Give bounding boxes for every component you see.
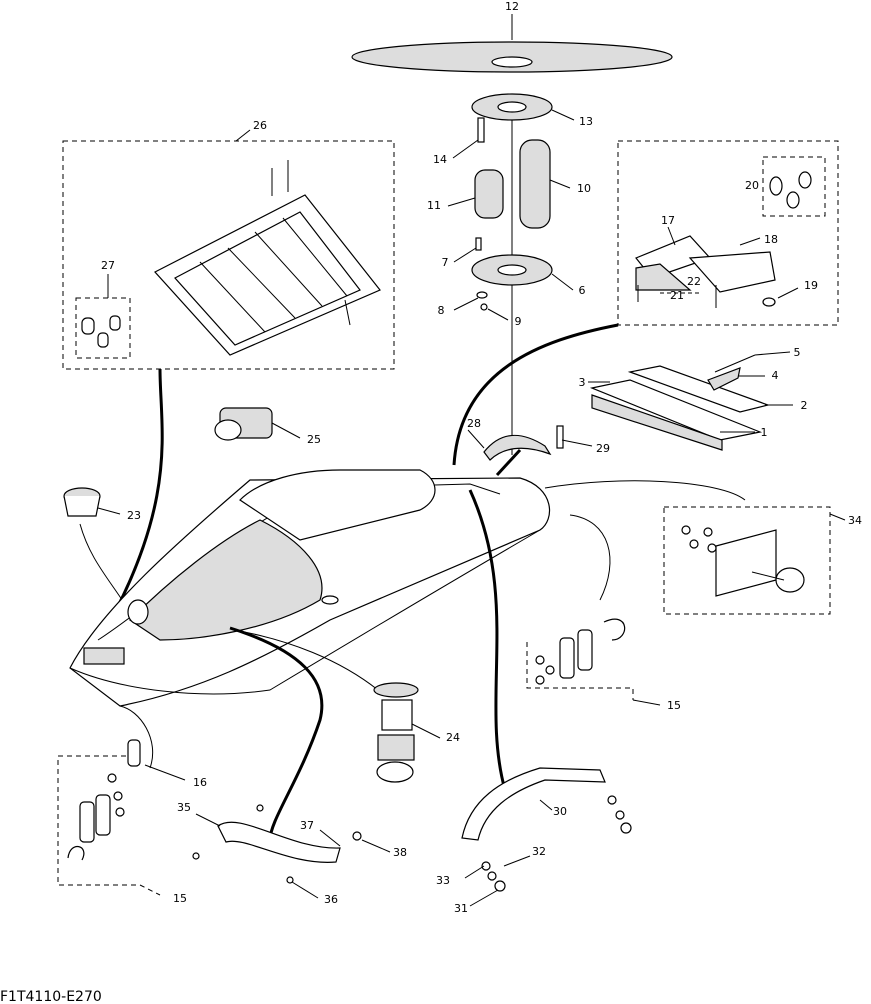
callout-15-right: 15 <box>667 699 681 712</box>
callout-33: 33 <box>436 874 450 887</box>
seat-mount-detail-box <box>617 140 839 326</box>
callout-26: 26 <box>253 119 267 132</box>
callout-5: 5 <box>794 346 801 359</box>
stern-eye-arrow <box>119 705 154 769</box>
callout-1: 1 <box>761 426 768 439</box>
callout-9: 9 <box>515 315 522 328</box>
pointer-arrow <box>495 448 522 477</box>
pedestal-sleeves-part <box>447 139 571 229</box>
drawing-code: F1T4110-E270 <box>0 989 102 1004</box>
callout-14: 14 <box>433 153 447 166</box>
handrail-part <box>192 804 391 899</box>
grab-handle-part <box>467 425 593 461</box>
mirror-part <box>214 407 301 441</box>
callout-22: 22 <box>687 275 701 288</box>
callout-17: 17 <box>661 214 675 227</box>
seat-mount-bushings-box <box>762 156 826 217</box>
callout-15-left: 15 <box>173 892 187 905</box>
cleat-box-arrow <box>544 480 746 501</box>
callout-13: 13 <box>579 115 593 128</box>
ladder-arrow <box>98 368 164 641</box>
callout-16: 16 <box>193 776 207 789</box>
stern-eye-kit-part <box>57 739 186 896</box>
table-top-part <box>351 14 673 73</box>
callout-8: 8 <box>438 304 445 317</box>
callout-30: 30 <box>553 805 567 818</box>
handrail-arrow <box>229 626 324 841</box>
callout-6: 6 <box>579 284 586 297</box>
rail-set-part <box>588 351 793 451</box>
callout-27: 27 <box>101 259 115 272</box>
pop-up-cleat-part <box>681 513 846 597</box>
callout-10: 10 <box>577 182 591 195</box>
callout-11: 11 <box>427 199 441 212</box>
grab-bar-part <box>461 767 632 907</box>
callout-23: 23 <box>127 509 141 522</box>
bow-eye-kit-part <box>526 618 661 706</box>
boat-hull-part <box>69 469 551 707</box>
seat-mount-arrow <box>452 323 619 466</box>
boarding-ladder-part <box>154 160 381 356</box>
callout-37: 37 <box>300 819 314 832</box>
callout-3: 3 <box>579 376 586 389</box>
callout-2: 2 <box>801 399 808 412</box>
callout-38: 38 <box>393 846 407 859</box>
callout-labels: 12 13 14 10 11 7 6 8 9 26 27 20 17 18 22… <box>101 0 862 915</box>
cleat-detail-box <box>663 506 831 615</box>
pin-part <box>452 117 485 159</box>
callout-21: 21 <box>670 289 684 302</box>
callout-18: 18 <box>764 233 778 246</box>
cup-holder-part <box>63 487 131 613</box>
callout-7: 7 <box>442 256 449 269</box>
callout-32: 32 <box>532 845 546 858</box>
callout-36: 36 <box>324 893 338 906</box>
callout-12: 12 <box>505 0 519 13</box>
ladder-detail-box <box>62 140 395 370</box>
callout-25: 25 <box>307 433 321 446</box>
top-mount-plate-part <box>471 93 575 121</box>
handle-arrow <box>468 489 507 791</box>
callout-19: 19 <box>804 279 818 292</box>
callout-4: 4 <box>772 369 779 382</box>
seat-mount-bracket-part <box>635 226 799 308</box>
callout-20: 20 <box>745 179 759 192</box>
cleat-arrow <box>233 629 379 691</box>
callout-34: 34 <box>848 514 862 527</box>
callout-31: 31 <box>454 902 468 915</box>
callout-24: 24 <box>446 731 460 744</box>
callout-29: 29 <box>596 442 610 455</box>
base-plate-part <box>453 237 574 321</box>
callout-35: 35 <box>177 801 191 814</box>
callout-28: 28 <box>467 417 481 430</box>
rope-cleat-part <box>373 682 441 783</box>
bow-eye-arrow <box>569 514 611 601</box>
seat-mount-bushings-part <box>769 171 812 209</box>
ladder-bumper-set-part <box>75 274 131 359</box>
